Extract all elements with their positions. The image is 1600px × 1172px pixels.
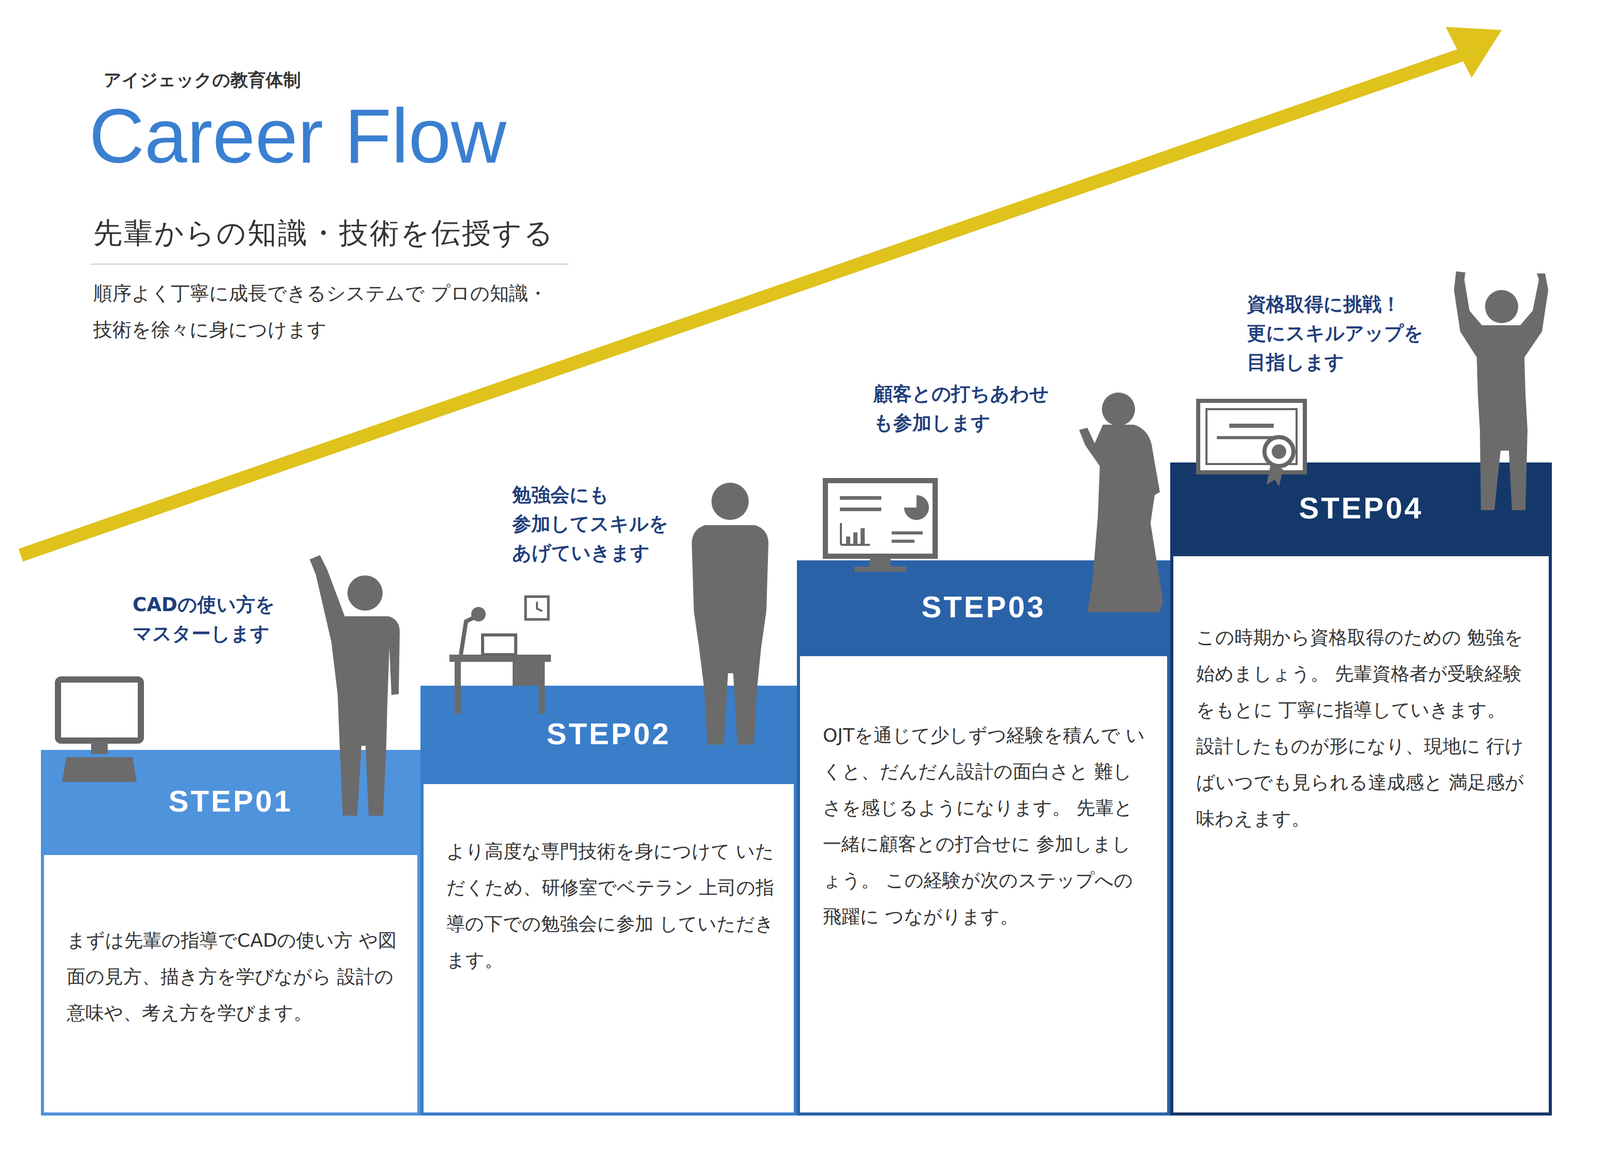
step-block: STEP02 より高度な専門技術を身につけて いただくため、研修室でベテラン 上司… <box>420 685 797 1116</box>
callout-text: 資格取得に挑戦！ 更にスキルアップを 目指します <box>1246 289 1470 377</box>
step-block: STEP01 まずは先輩の指導でCADの使い方 や図面の見方、描き方を学びながら … <box>40 749 421 1116</box>
arrow-head <box>1445 26 1502 78</box>
org-heading: アイジェックの教育体制 <box>103 68 467 92</box>
step-label: STEP01 <box>40 783 421 819</box>
step-text: この時期から資格取得のための 勉強を始めましょう。 先輩資格者が受験経験をもとに… <box>1196 619 1531 837</box>
underline <box>90 263 569 265</box>
monitor-icon <box>825 480 936 572</box>
subtitle: 先輩からの知識・技術を伝授する <box>93 213 663 253</box>
computer-icon <box>57 679 141 782</box>
intro-text: 順序よく丁寧に成長できるシステムで プロの知識・技術を徐々に身につけます <box>93 275 570 348</box>
step-label: STEP02 <box>420 716 797 751</box>
step-block: STEP03OJTを通じて少しずつ経験を積んで いくと、だんだん設計の面白さと … <box>796 560 1171 1116</box>
callout-text: CADの使い方を マスターします <box>132 590 351 649</box>
step-body: より高度な専門技術を身につけて いただくため、研修室でベテラン 上司の指導の下で… <box>420 780 797 1116</box>
callout-text: 勉強会にも 参加してスキルを あげていきます <box>512 480 735 568</box>
step-label: STEP03 <box>796 589 1171 624</box>
step-label: STEP04 <box>1170 490 1552 526</box>
step-body: まずは先輩の指導でCADの使い方 や図面の見方、描き方を学びながら 設計の意味や… <box>40 851 421 1116</box>
diagram-title: Career Flow <box>89 92 507 181</box>
step-body: この時期から資格取得のための 勉強を始めましょう。 先輩資格者が受験経験をもとに… <box>1170 553 1552 1116</box>
certificate-icon <box>1198 400 1305 487</box>
step-text: OJTを通じて少しずつ経験を積んで いくと、だんだん設計の面白さと 難しさを感じ… <box>822 717 1149 935</box>
callout-text: 顧客との打ちあわせ も参加します <box>873 379 1107 438</box>
step-text: まずは先輩の指導でCADの使い方 や図面の見方、描き方を学びながら 設計の意味や… <box>66 922 399 1031</box>
step-block: STEP04 この時期から資格取得のための 勉強を始めましょう。 先輩資格者が受験… <box>1170 462 1552 1116</box>
step-body: OJTを通じて少しずつ経験を積んで いくと、だんだん設計の面白さと 難しさを感じ… <box>796 652 1171 1116</box>
step-text: より高度な専門技術を身につけて いただくため、研修室でベテラン 上司の指導の下で… <box>446 833 776 979</box>
